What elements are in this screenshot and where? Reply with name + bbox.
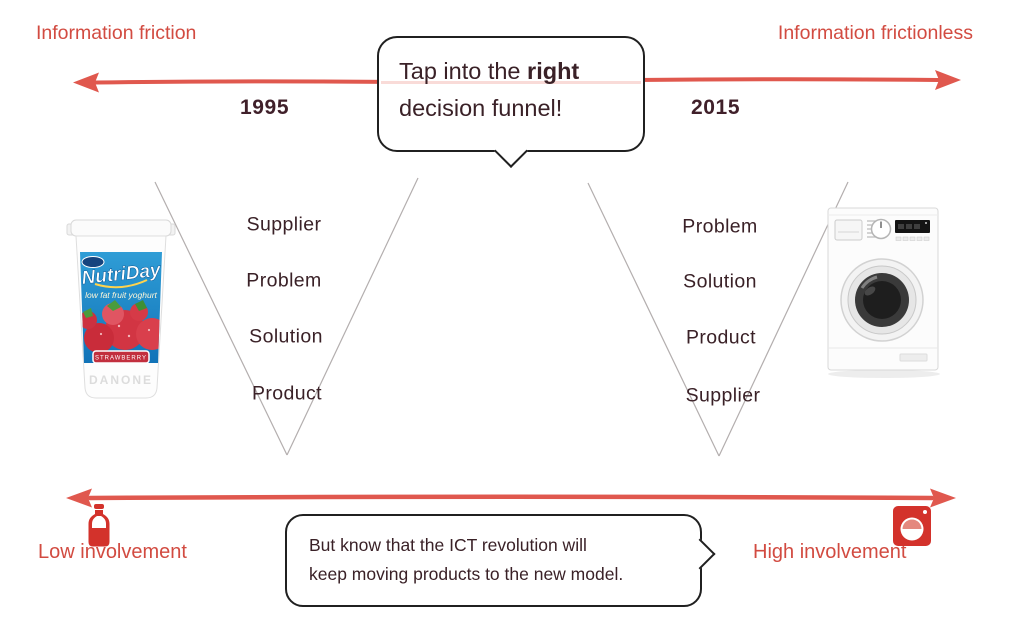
year-2015-label: 2015: [691, 96, 741, 119]
bottom-axis-arrow: [66, 488, 956, 508]
bubble-tail-right: [684, 538, 716, 570]
top-right-arrow: [634, 70, 961, 90]
top-left-arrow: [73, 72, 394, 93]
yogurt-product-image: NutriDay low fat fruit yoghurt STRAWBERR…: [66, 219, 176, 399]
left-funnel-stage-1: Supplier: [246, 213, 322, 236]
bottom-speech-bubble: But know that the ICT revolution will ke…: [285, 514, 716, 607]
washing-machine-icon: [893, 506, 931, 546]
top-bubble-line2: decision funnel!: [399, 95, 563, 121]
bottom-bubble-line1: But know that the ICT revolution will: [309, 535, 587, 555]
milk-bottle-icon: [88, 504, 110, 547]
top-bubble-line1-emphasis: right: [527, 58, 580, 84]
right-funnel-stage-4: Supplier: [685, 384, 761, 407]
yogurt-tagline-text: low fat fruit yoghurt: [85, 290, 157, 300]
high-involvement-label: High involvement: [753, 541, 907, 563]
bubble-tail-down: [494, 134, 528, 168]
top-bubble-text: Tap into the right decision funnel!: [399, 53, 623, 127]
yogurt-flavor-text: STRAWBERRY: [95, 356, 147, 362]
left-funnel-stage-2: Problem: [246, 269, 322, 292]
right-funnel-stage-3: Product: [685, 326, 757, 349]
top-speech-bubble: Tap into the right decision funnel!: [377, 36, 645, 168]
yogurt-maker-text: DANONE: [89, 373, 153, 387]
right-funnel-stage-2: Solution: [683, 270, 757, 293]
arrow-showthrough-line: [381, 81, 641, 84]
information-frictionless-label: Information frictionless: [777, 22, 973, 44]
year-1995-label: 1995: [240, 96, 290, 119]
information-friction-label: Information friction: [36, 22, 197, 44]
washing-machine-product-image: [827, 207, 940, 378]
bottom-bubble-line2: keep moving products to the new model.: [309, 564, 624, 584]
low-involvement-label: Low involvement: [38, 541, 187, 563]
top-bubble-line1: Tap into the: [399, 58, 528, 84]
left-funnel-stage-4: Product: [251, 382, 323, 405]
left-funnel-stage-3: Solution: [249, 325, 323, 348]
right-funnel-stage-1: Problem: [682, 215, 758, 238]
